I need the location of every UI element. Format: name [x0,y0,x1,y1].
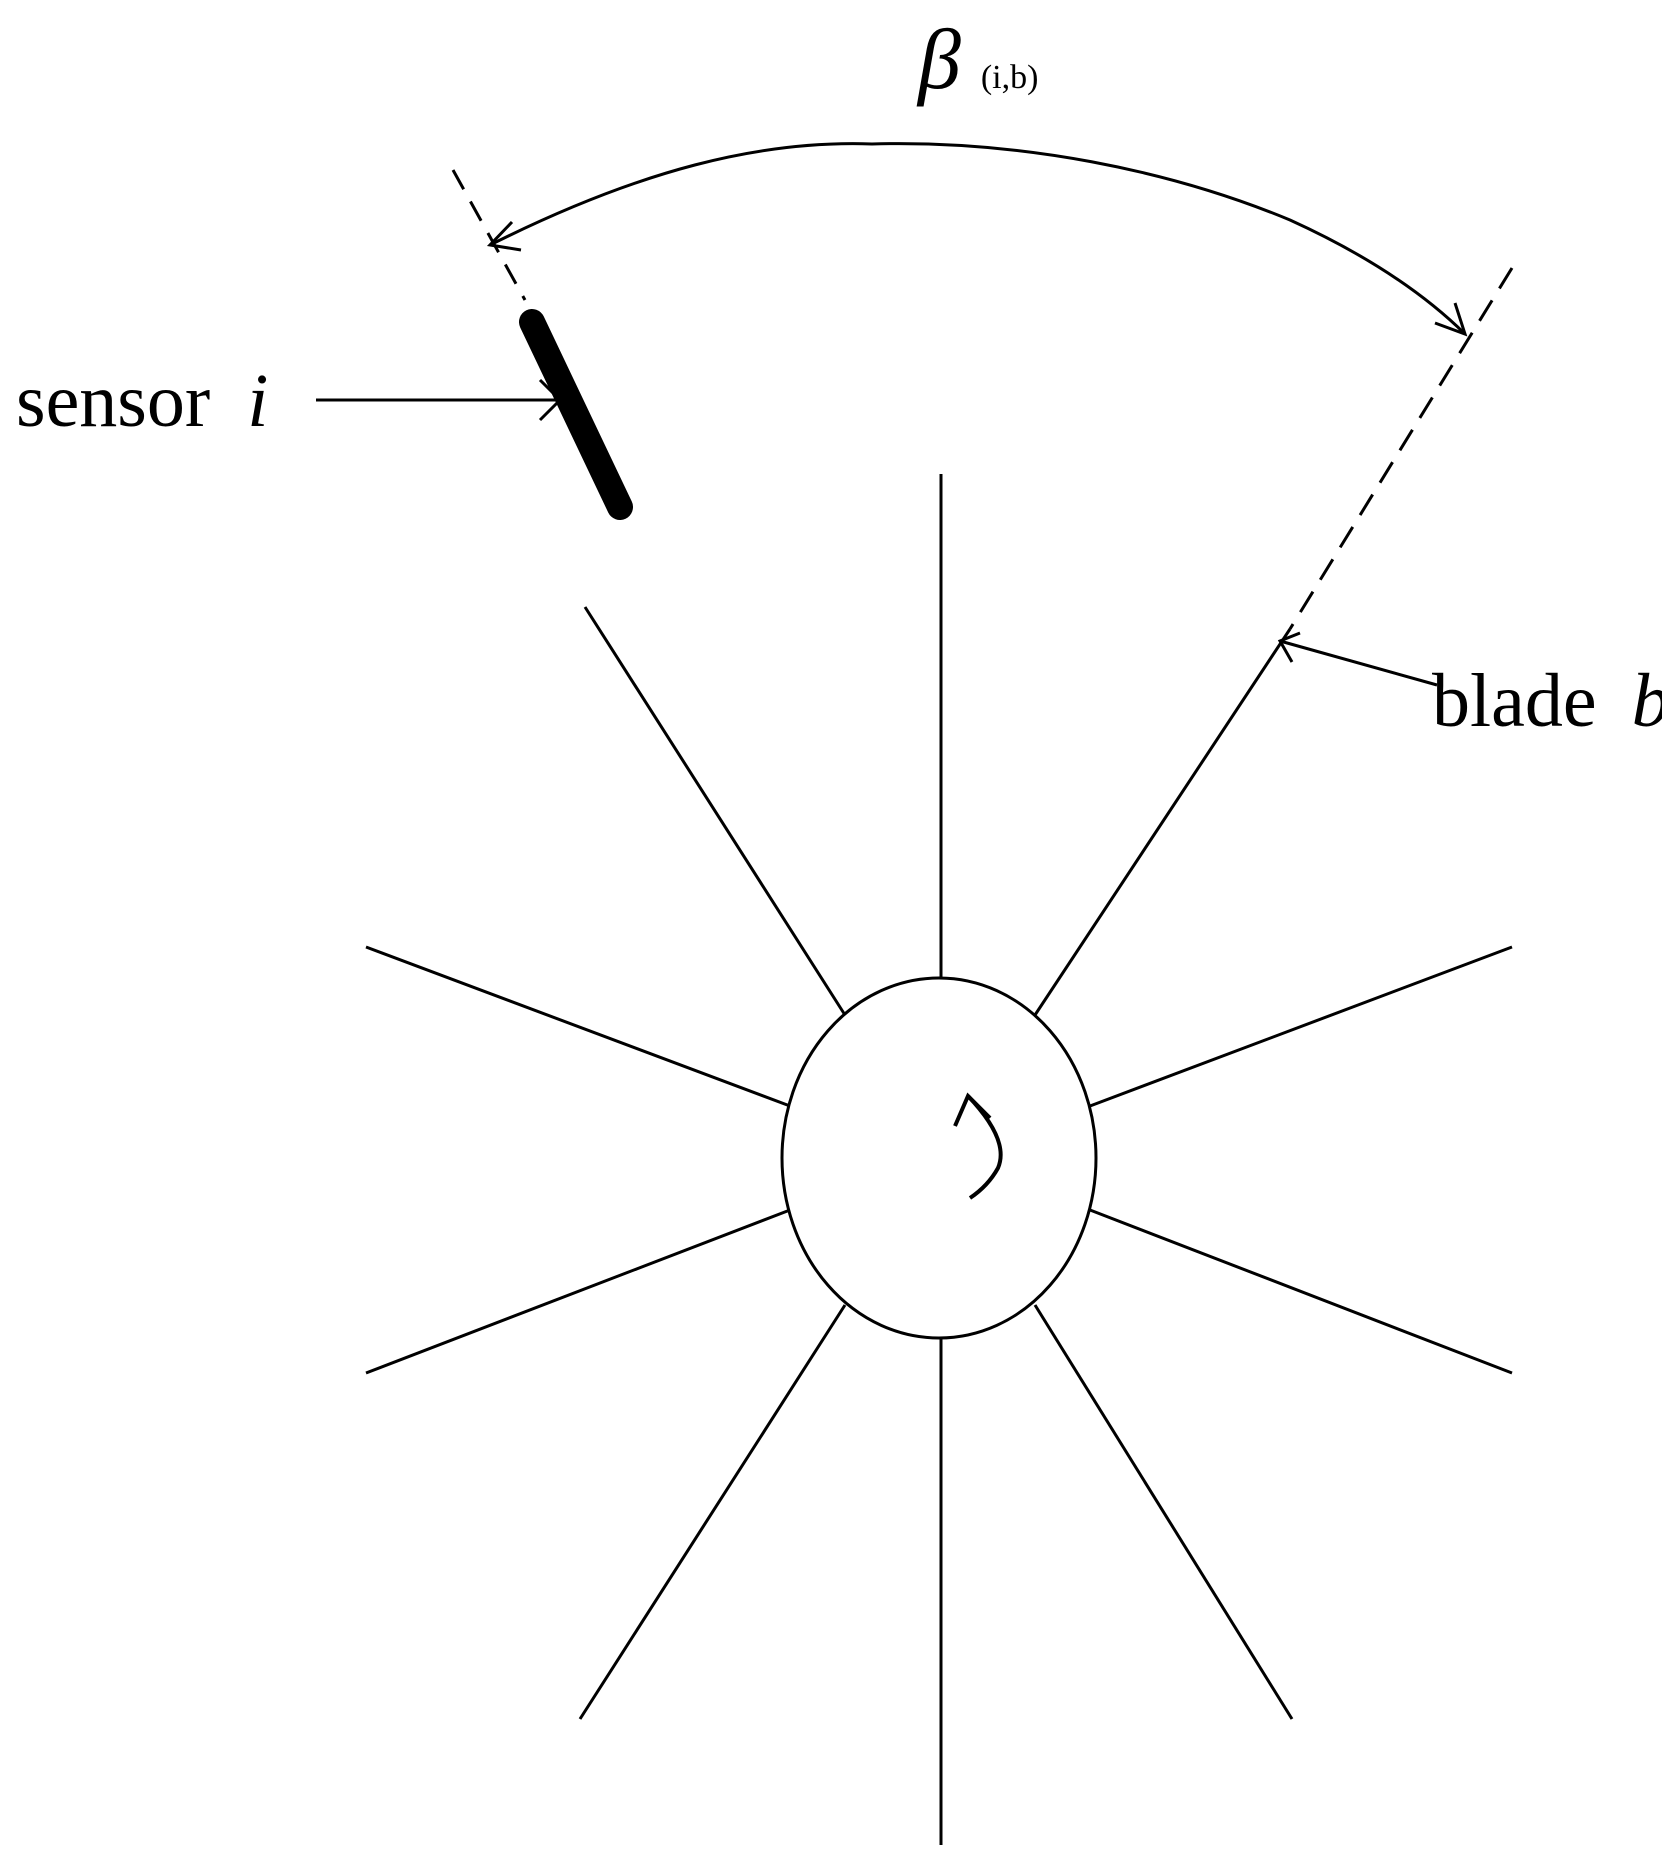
sensor-i [519,309,633,520]
blade-lower-right [1033,1304,1294,1720]
blade-b [1033,628,1292,1016]
blade-word: blade [1432,659,1597,743]
rotate-arrowhead [953,1092,992,1127]
beta-label: β (i,b) [916,11,1038,107]
beta-arc-arrowhead-right [1434,302,1468,337]
blade-left-upper [365,945,791,1108]
blade-right-upper [1089,945,1513,1108]
sensor-word: sensor [16,359,210,443]
blade-b-dashed-extension [1288,267,1514,630]
blade-variable: b [1632,659,1662,743]
blade-pointer-arrow [1279,639,1438,687]
beta-symbol: β [916,11,961,107]
rotate-ccw-icon [966,1094,1003,1200]
blade-label: blade b [1432,659,1662,743]
beta-angle-arc [489,142,1467,336]
rotor-blades [365,474,1513,1845]
blade-lower-left [578,1304,847,1720]
blade-pointer-arrowhead [1277,631,1301,663]
beta-subscript: (i,b) [981,59,1039,96]
blade-left-lower [365,1208,791,1375]
rotor-hub [780,976,1098,1340]
sensor-reference-dashed-line [451,169,527,301]
sensor-variable: i [247,359,268,443]
blade-upper-left [583,606,847,1016]
sensor-pointer-arrowhead [538,378,563,422]
blade-right-lower [1089,1208,1513,1375]
beta-arc-arrowhead-left [486,220,522,252]
sensor-label: sensor i [16,359,268,443]
